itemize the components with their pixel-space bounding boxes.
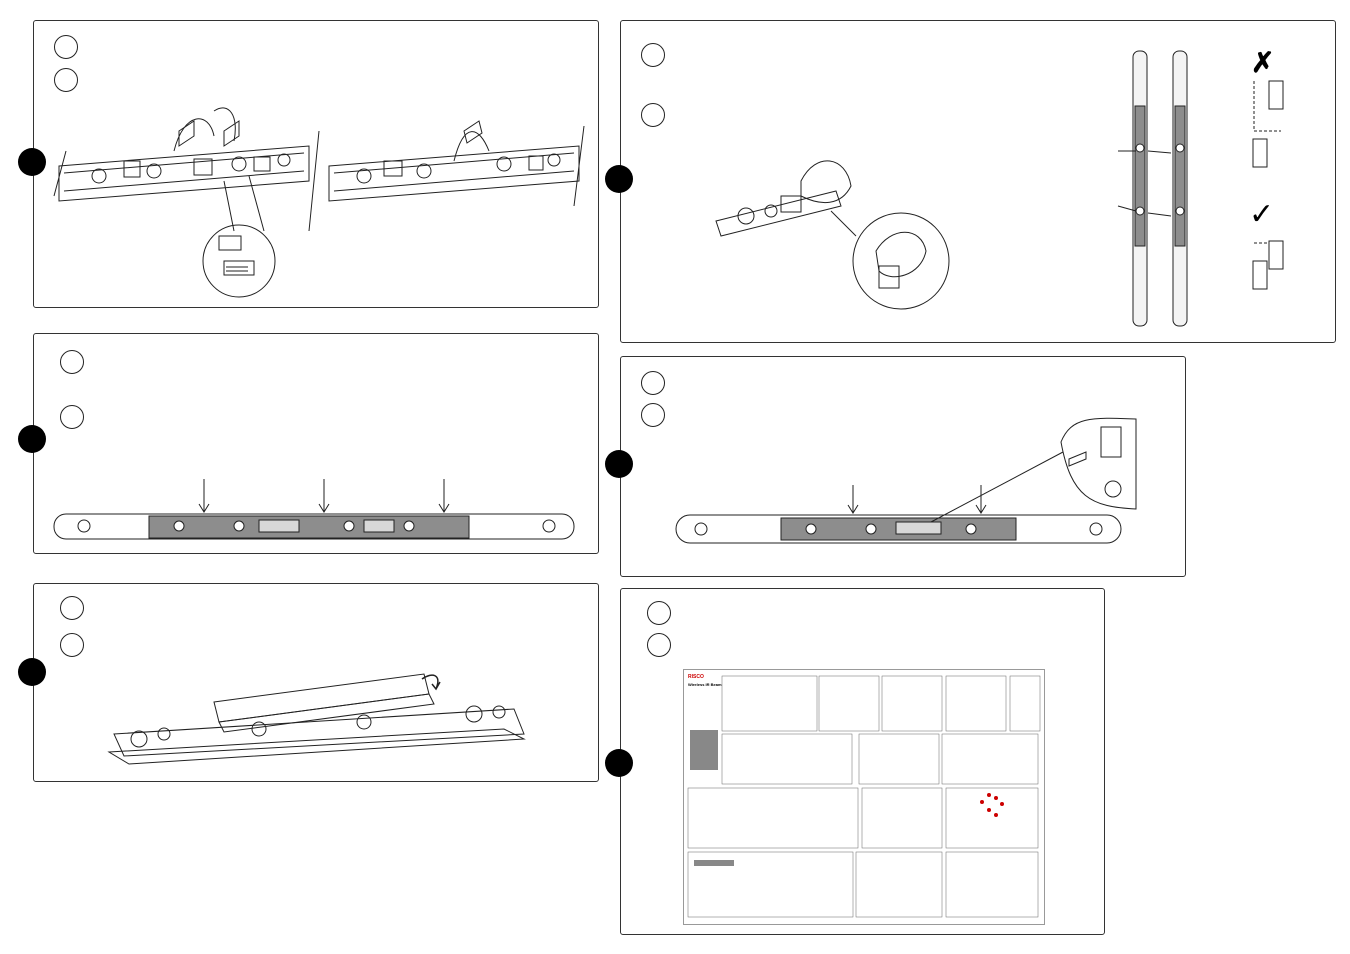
step-circle-1b: [54, 68, 78, 92]
wrong-mark: ✗: [1251, 47, 1275, 78]
alignment-illustration: [715, 50, 1284, 327]
step-circle-4b: [641, 403, 665, 427]
side-bullet-5: [18, 658, 46, 686]
side-bullet-4: [605, 450, 633, 478]
thumbnail-title: Wireless IR Beam: [688, 682, 722, 687]
step-circle-6b: [647, 633, 671, 657]
panel-detail: [605, 356, 1186, 577]
side-bullet-2: [605, 165, 633, 193]
step-circle-4a: [641, 371, 665, 395]
step-circle-3b: [60, 405, 84, 429]
manual-thumbnail: RISCO Wireless IR Beam: [683, 669, 1045, 925]
step-circle-1a: [54, 35, 78, 59]
step-circle-2b: [641, 103, 665, 127]
panel-mounting: [18, 333, 599, 554]
correct-mark: ✓: [1249, 198, 1275, 231]
side-bullet-1: [18, 148, 46, 176]
cover-illustration: [107, 673, 526, 765]
step-circle-3a: [60, 350, 84, 374]
step-circle-6a: [647, 601, 671, 625]
panel-manual: RISCO Wireless IR Beam: [605, 588, 1105, 935]
side-bullet-6: [605, 749, 633, 777]
panel-cover: [18, 583, 599, 782]
thumbnail-content: [687, 675, 1041, 918]
step-circle-5b: [60, 633, 84, 657]
side-bullet-3: [18, 425, 46, 453]
thumbnail-brand: RISCO: [688, 674, 704, 680]
step-circle-2a: [641, 43, 665, 67]
panel-alignment: ✗ ✓: [605, 20, 1336, 343]
step-circle-5a: [60, 596, 84, 620]
connector-illustration: [53, 107, 585, 298]
mounting-illustration: [53, 479, 575, 540]
detail-illustration: [675, 417, 1137, 544]
panel-connector: [18, 20, 599, 308]
